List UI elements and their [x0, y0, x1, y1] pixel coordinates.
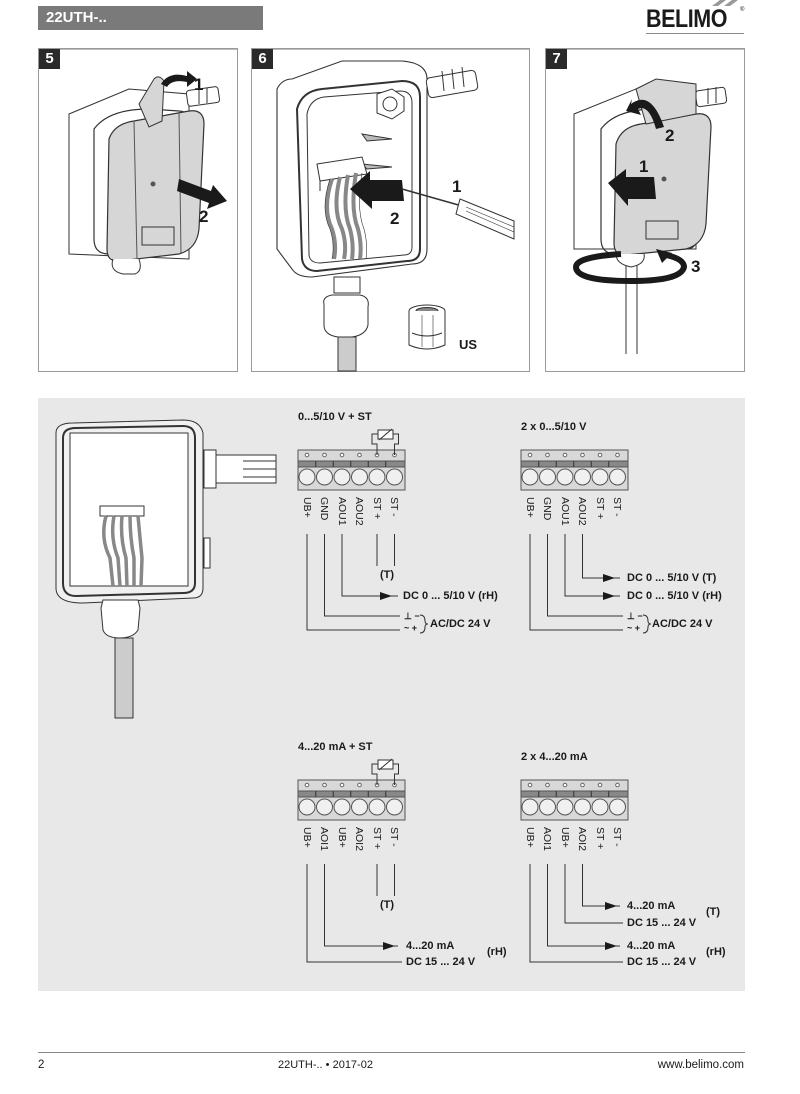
belimo-logo: BELIMO ® [646, 0, 746, 35]
output-tag: (rH) [706, 946, 726, 958]
arrow-2-icon [626, 99, 664, 129]
logo-stripes-icon [712, 0, 738, 6]
supply-symbol: ~ + [627, 623, 641, 633]
step-panel-6: 6 [251, 48, 530, 372]
pin-label: ST - [611, 497, 623, 517]
arrow-2-icon [177, 179, 227, 209]
output-label: DC 15 ... 24 V [406, 956, 476, 968]
arrow-1-icon [161, 71, 197, 87]
step-7-illustration [567, 49, 744, 354]
supply-label: AC/DC 24 V [430, 618, 491, 630]
wires-icon [325, 172, 363, 260]
pin-label: AOU2 [576, 497, 588, 526]
pin-label: ST - [611, 827, 623, 847]
probe-icon [203, 449, 277, 489]
sensor-tag: (T) [380, 569, 395, 581]
pin-label: ST + [594, 497, 606, 520]
logo-wordmark: BELIMO [646, 5, 728, 33]
pin-label: ST - [388, 497, 400, 517]
pin-label: AOU1 [336, 497, 348, 526]
callout-1: 1 [452, 177, 462, 196]
us-adapter-icon [408, 304, 446, 350]
us-variant-label: US [459, 337, 478, 352]
step-6-illustration [273, 49, 529, 372]
pin-label: UB+ [524, 497, 536, 518]
pin-label: UB+ [559, 827, 571, 848]
output-label: 4...20 mA [627, 940, 676, 952]
screwdriver-icon [401, 188, 515, 240]
footer-doc-ref: 22UTH-.. • 2017-02 [278, 1059, 373, 1071]
output-label: 4...20 mA [627, 900, 676, 912]
step-number: 7 [546, 49, 567, 69]
header-bar: 22UTH-.. [38, 6, 263, 30]
probe-icon [425, 66, 479, 99]
pin-label: ST + [594, 827, 606, 850]
supply-symbol: ~ + [404, 623, 418, 633]
pin-label: ST + [371, 827, 383, 850]
pin-label: AOU1 [559, 497, 571, 526]
rotate-arrow-3-icon [572, 251, 688, 285]
supply-symbol: ⊥ − [627, 611, 643, 621]
device-open-front-view [55, 419, 277, 719]
callout-1: 1 [639, 157, 649, 176]
output-label: DC 0 ... 5/10 V (T) [627, 572, 717, 584]
pin-label: UB+ [301, 827, 313, 848]
step-panel-7: 7 2 1 3 [545, 48, 745, 372]
footer-website[interactable]: www.belimo.com [657, 1059, 744, 1071]
output-label: DC 0 ... 5/10 V (rH) [627, 590, 722, 602]
pin-label: GND [541, 497, 553, 521]
diagram-title: 2 x 4...20 mA [521, 751, 588, 763]
pin-label: AOI2 [576, 827, 588, 851]
pin-label: AOI2 [353, 827, 365, 851]
pin-label: ST + [371, 497, 383, 520]
sensor-tag: (T) [380, 899, 395, 911]
diagram-title: 2 x 0...5/10 V [521, 421, 587, 433]
hex-port-icon [376, 88, 405, 120]
supply-label: AC/DC 24 V [652, 618, 713, 630]
probe-icon [185, 86, 221, 107]
pin-label: UB+ [524, 827, 536, 848]
output-label: DC 15 ... 24 V [627, 956, 697, 968]
output-label: 4...20 mA [406, 940, 455, 952]
probe-icon [694, 86, 728, 108]
footer-divider [38, 1052, 745, 1053]
output-tag: (T) [706, 906, 721, 918]
callout-2: 2 [199, 207, 209, 226]
pin-label: AOU2 [353, 497, 365, 526]
pin-label: AOI1 [318, 827, 330, 851]
pin-label: ST - [388, 827, 400, 847]
pin-label: AOI1 [541, 827, 553, 851]
step-5-illustration [60, 49, 237, 275]
output-tag: (rH) [487, 946, 507, 958]
pin-label: UB+ [336, 827, 348, 848]
diagram-title: 0...5/10 V + ST [298, 411, 372, 423]
cable-gland-icon [323, 276, 369, 372]
callout-2: 2 [665, 126, 675, 145]
arrow-2-icon [350, 171, 404, 209]
pin-label: GND [318, 497, 330, 521]
step-panel-5: 5 1 2 [38, 48, 238, 372]
pin-label: UB+ [301, 497, 313, 518]
step-number: 6 [252, 49, 273, 69]
document-title: 22UTH-.. [46, 9, 107, 26]
registered-mark: ® [740, 7, 745, 13]
output-label: DC 15 ... 24 V [627, 917, 697, 929]
diagram-title: 4...20 mA + ST [298, 741, 373, 753]
step-number: 5 [39, 49, 60, 69]
output-label: DC 0 ... 5/10 V (rH) [403, 590, 498, 602]
arrow-1-icon [608, 169, 656, 206]
supply-symbol: ⊥ − [404, 611, 420, 621]
logo-underline [646, 33, 744, 34]
callout-3: 3 [691, 257, 701, 276]
callout-1: 1 [194, 75, 204, 94]
page-number: 2 [38, 1059, 45, 1071]
callout-2: 2 [390, 209, 400, 228]
